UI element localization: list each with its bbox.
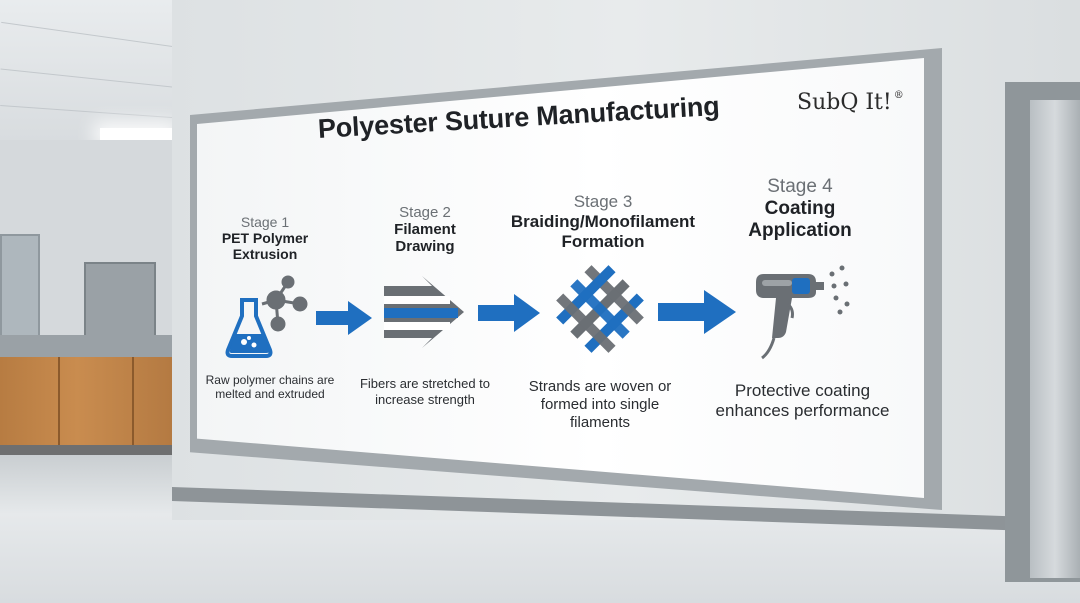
reception-counter-top	[0, 335, 172, 357]
flask-molecule-icon	[225, 275, 308, 358]
arrow-1-icon	[316, 301, 372, 335]
elevator-door	[1030, 100, 1080, 578]
stage-4-description-line-2: enhances performance	[715, 401, 890, 421]
stage-2-description: Fibers are stretched to increase strengt…	[355, 376, 495, 407]
stage-1-name-line-2: Extrusion	[232, 246, 298, 263]
stage-4-number: Stage 4	[767, 176, 833, 197]
arrow-3-icon	[658, 290, 736, 334]
stage-4-description-line-1: Protective coating	[734, 381, 871, 400]
counter-base	[0, 445, 172, 455]
reception-counter	[0, 357, 172, 447]
stage-4-header: Stage 4 Coating Application	[720, 176, 880, 242]
drawing-arrows-icon	[384, 276, 464, 348]
stage-4-description: Protective coating enhances performance	[705, 381, 900, 422]
stage-2-number: Stage 2	[399, 204, 451, 221]
stage-1-description: Raw polymer chains are melted and extrud…	[195, 373, 345, 402]
stage-3-description-line-3: filaments	[569, 414, 631, 431]
brand-logo: SubQ It!®	[797, 90, 904, 115]
spray-gun-icon	[756, 265, 850, 360]
stage-1-description-line-1: Raw polymer chains are	[205, 373, 335, 387]
stage-3-description: Strands are woven or formed into single …	[520, 378, 680, 432]
stage-1-name-line-1: PET Polymer	[221, 230, 309, 246]
stage-3-description-line-2: formed into single	[540, 396, 660, 413]
back-window	[0, 234, 40, 338]
stage-1-description-line-2: melted and extruded	[215, 387, 325, 402]
stage-2-description-line-1: Fibers are stretched to	[359, 376, 491, 391]
stage-4-name-line-1: Coating	[764, 198, 836, 219]
counter-seam	[58, 357, 60, 447]
braid-icon	[556, 265, 644, 353]
stage-1-number: Stage 1	[240, 214, 290, 230]
stage-4-name-line-2: Application	[748, 219, 852, 241]
brand-registered-mark: ®	[893, 90, 904, 101]
stage-3-name-line-2: Formation	[561, 231, 645, 251]
stage-2-name-line-2: Drawing	[395, 238, 455, 256]
brand-name: SubQ It!	[797, 90, 892, 115]
back-door	[84, 262, 156, 340]
ceiling-light	[100, 128, 172, 140]
stage-3-name-line-1: Braiding/Monofilament	[510, 212, 696, 231]
stage-2-description-line-2: increase strength	[375, 391, 475, 407]
counter-seam	[132, 357, 134, 447]
stage-2-name-line-1: Filament	[394, 221, 456, 238]
stage-1-header: Stage 1 PET Polymer Extrusion	[200, 214, 330, 262]
stage-3-description-line-1: Strands are woven or	[528, 378, 672, 395]
stage-2-header: Stage 2 Filament Drawing	[360, 204, 490, 256]
arrow-2-icon	[478, 294, 540, 332]
stage-3-number: Stage 3	[573, 192, 633, 211]
stage-3-header: Stage 3 Braiding/Monofilament Formation	[505, 192, 701, 251]
